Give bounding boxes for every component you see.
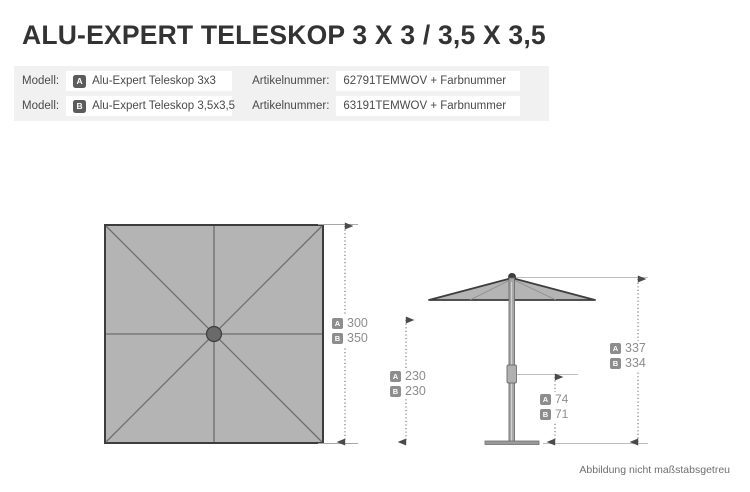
model-value-text: Alu-Expert Teleskop 3x3	[92, 75, 216, 87]
table-row: Modell: A Alu-Expert Teleskop 3x3 Artike…	[14, 70, 549, 92]
article-label: Artikelnummer:	[252, 100, 330, 112]
base-plate	[484, 440, 540, 445]
dimension-number: 71	[555, 407, 569, 421]
center-hub	[205, 325, 223, 343]
variant-badge-b: B	[540, 409, 551, 420]
info-table: Modell: A Alu-Expert Teleskop 3x3 Artike…	[14, 66, 549, 121]
variant-badge-a: A	[540, 394, 551, 405]
telescope-collar	[506, 364, 517, 384]
dimension-number: 230	[405, 384, 426, 398]
dimension-value-b: B 230	[390, 385, 426, 398]
table-row: Modell: B Alu-Expert Teleskop 3,5x3,5 Ar…	[14, 95, 549, 117]
dimension-number: 337	[625, 341, 646, 355]
article-value-field: 62791TEMWOV + Farbnummer	[336, 71, 521, 91]
variant-badge-a: A	[610, 343, 621, 354]
article-value-field: 63191TEMWOV + Farbnummer	[336, 96, 521, 116]
variant-badge-b: B	[390, 386, 401, 397]
top-view-diagram	[104, 224, 324, 444]
dimension-number: 300	[347, 316, 368, 330]
dimension-number: 230	[405, 369, 426, 383]
dimension-label-canopy-edge-height: A 230 B 230	[388, 369, 428, 399]
dimension-label-square-width: A 300 B 350	[330, 316, 370, 346]
variant-badge-a: A	[73, 74, 87, 88]
dimension-value-a: A 300	[332, 317, 368, 330]
model-value-field: A Alu-Expert Teleskop 3x3	[66, 71, 233, 91]
article-label: Artikelnummer:	[252, 75, 330, 87]
dimension-number: 74	[555, 392, 569, 406]
dimension-value-a: A 230	[390, 370, 426, 383]
dimension-number: 350	[347, 331, 368, 345]
dimension-value-a: A 337	[610, 342, 646, 355]
side-view-diagram	[428, 273, 596, 445]
scale-disclaimer: Abbildung nicht maßstabsgetreu	[579, 464, 730, 476]
canopy-rib-left	[469, 278, 513, 301]
canopy-rib-right	[511, 278, 557, 301]
dimension-label-hub-height: A 74 B 71	[538, 392, 571, 422]
page-title: ALU-EXPERT TELESKOP 3 X 3 / 3,5 X 3,5	[22, 20, 546, 50]
variant-badge-a: A	[390, 371, 401, 382]
dimension-label-total-height: A 337 B 334	[608, 341, 648, 371]
dimension-value-b: B 71	[540, 408, 568, 421]
dimension-value-b: B 350	[332, 332, 368, 345]
variant-badge-a: A	[332, 318, 343, 329]
dimension-value-b: B 334	[610, 357, 646, 370]
variant-badge-b: B	[332, 333, 343, 344]
model-label: Modell:	[22, 100, 60, 112]
variant-badge-b: B	[73, 99, 87, 113]
model-value-text: Alu-Expert Teleskop 3,5x3,5	[92, 100, 236, 112]
dimension-value-a: A 74	[540, 393, 568, 406]
model-label: Modell:	[22, 75, 60, 87]
model-value-field: B Alu-Expert Teleskop 3,5x3,5	[66, 96, 236, 116]
dimension-number: 334	[625, 356, 646, 370]
variant-badge-b: B	[610, 358, 621, 369]
